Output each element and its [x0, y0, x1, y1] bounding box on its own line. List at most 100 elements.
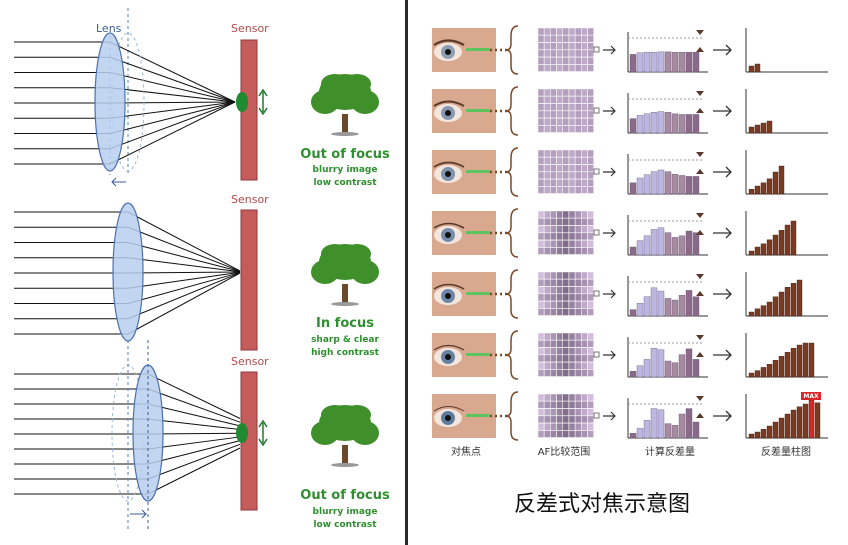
af-grid-cell [581, 286, 588, 294]
af-grid-cell [550, 35, 557, 43]
af-grid-cell [537, 279, 545, 287]
af-grid-cell [587, 340, 594, 348]
af-grid-cell [568, 354, 576, 363]
contrast-bar [772, 421, 779, 439]
af-grid-cell [562, 42, 570, 50]
af-grid-cell [556, 347, 563, 355]
af-grid-cell [556, 415, 563, 424]
af-grid-cell [574, 362, 582, 370]
contrast-bar [754, 370, 761, 378]
af-grid-cell [587, 178, 594, 187]
af-grid-cell [574, 423, 582, 431]
eyelid [433, 39, 465, 46]
refracted-ray [127, 242, 241, 272]
hist-bar [643, 174, 651, 195]
af-grid-cell [543, 186, 551, 194]
tree-icon [311, 90, 339, 114]
af-grid-cell [581, 354, 588, 363]
af-grid-cell [550, 423, 557, 431]
eyelid [433, 283, 465, 290]
af-grid-cell [568, 301, 576, 309]
contrast-bar [778, 165, 785, 195]
af-grid-cell [581, 232, 588, 241]
af-grid-cell [550, 369, 557, 377]
af-grid-cell [537, 149, 545, 158]
af-grid-cell [556, 157, 563, 165]
marker-up-icon [696, 230, 704, 235]
hist-bar [678, 175, 686, 195]
arrow-icon [713, 410, 732, 422]
af-grid-cell [556, 103, 563, 111]
hist-bar [664, 51, 672, 73]
port [593, 412, 600, 419]
focus-point-marker [466, 109, 490, 112]
hist-bar [671, 173, 679, 195]
arrow-icon [713, 349, 732, 361]
af-grid-cell [550, 49, 557, 58]
refracted-ray [109, 56, 236, 103]
contrast-bar [790, 220, 797, 256]
af-grid-cell [581, 401, 588, 409]
af-grid-cell [543, 423, 551, 431]
hist-bar [664, 360, 672, 378]
af-grid-cell [543, 125, 551, 133]
hist-bar [629, 118, 637, 134]
hist-bar [643, 51, 651, 73]
refracted-ray [147, 373, 241, 419]
tree-icon [351, 90, 379, 114]
arrow-icon [713, 105, 732, 117]
eye-pupil [445, 293, 451, 299]
lens-focus-diagram: Lens Sensor Sensor Sensor Out of focus b… [14, 8, 390, 530]
af-grid-cell [543, 88, 551, 97]
af-grid-cell [556, 308, 563, 316]
tree-trunk-icon [342, 114, 348, 134]
af-grid-cell [537, 171, 545, 180]
af-grid-cell [537, 408, 545, 416]
af-grid-cell [562, 239, 570, 248]
hist-bar [629, 246, 637, 256]
eye-pupil [445, 232, 451, 238]
af-grid-cell [587, 164, 594, 172]
focus-point-marker [466, 414, 490, 417]
af-grid-cell [556, 354, 563, 363]
marker-down-icon [696, 335, 704, 340]
af-grid-cell [537, 293, 545, 302]
af-grid-cell [543, 332, 551, 341]
af-grid-cell [537, 186, 545, 194]
refracted-ray [127, 272, 241, 304]
af-grid-cell [568, 401, 576, 409]
af-grid-cell [581, 218, 588, 226]
af-grid-cell [537, 369, 545, 377]
focus-panel-behind [14, 32, 379, 187]
hist-bar [650, 348, 658, 378]
af-grid-cell [581, 347, 588, 355]
hist-bar [664, 423, 672, 439]
af-grid-cell [550, 354, 557, 363]
caption-contrast-calc: 计算反差量 [645, 445, 695, 458]
af-grid-cell [581, 157, 588, 165]
af-grid-cell [587, 286, 594, 294]
af-grid-cell [587, 347, 594, 355]
contrast-bar [772, 360, 779, 378]
af-grid-cell [543, 225, 551, 233]
af-grid-cell [574, 308, 582, 316]
contrast-bar [772, 234, 779, 256]
contrast-bar [784, 224, 791, 256]
af-grid-cell [543, 57, 551, 65]
tree-icon [321, 405, 349, 425]
brace-icon [505, 391, 519, 441]
af-grid-cell [562, 164, 570, 172]
af-grid-cell [581, 415, 588, 424]
af-grid-cell [543, 293, 551, 302]
af-grid-cell [537, 57, 545, 65]
af-grid-cell [556, 171, 563, 180]
af-grid-cell [543, 393, 551, 402]
arrow-icon [603, 45, 616, 55]
af-grid-cell [574, 103, 582, 111]
af-row [432, 269, 828, 319]
lens [94, 32, 126, 172]
eye-pupil [445, 415, 451, 421]
contrast-bar [760, 182, 767, 195]
af-grid-cell [587, 232, 594, 241]
af-grid-cell [537, 27, 545, 36]
